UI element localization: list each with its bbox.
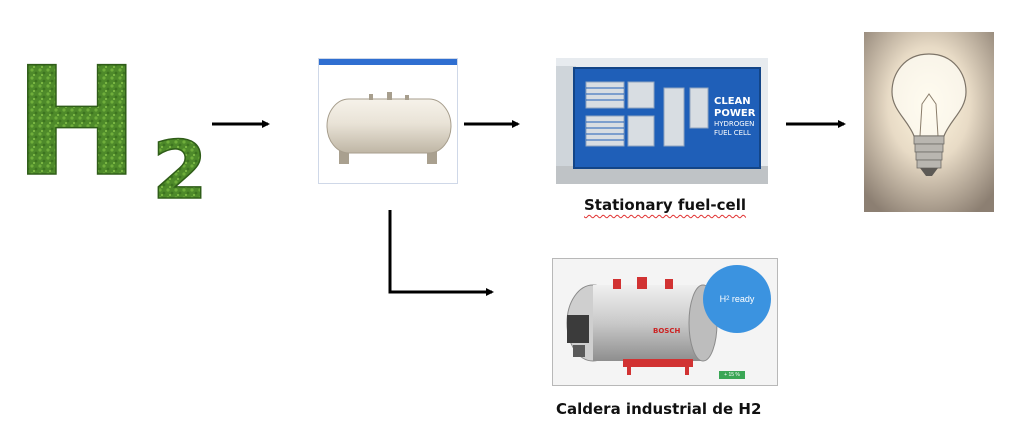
boiler-caption: Caldera industrial de H2 (556, 400, 762, 418)
h2-ready-text: ready (729, 294, 755, 304)
h-letter: H (14, 44, 140, 204)
container-text-line-1: CLEAN (714, 96, 751, 107)
light-bulb-icon (864, 32, 994, 212)
arrow-tank-to-boiler (388, 210, 494, 296)
fuel-cell-caption: Stationary fuel-cell (584, 196, 747, 214)
subscript-2: 2 (152, 124, 208, 204)
container-text-line-4: FUEL CELL (714, 129, 751, 137)
container-text: CLEAN POWER HYDROGEN FUEL CELL (714, 96, 756, 137)
efficiency-badge: + 15 % (719, 371, 745, 379)
tank-frame-topbar (319, 59, 457, 65)
h2-ready-h: H (719, 294, 727, 304)
h2-logo: H 2 (13, 35, 224, 218)
fuel-cell-container-image: CLEAN POWER HYDROGEN FUEL CELL (556, 58, 768, 184)
hydrogen-storage-tank (318, 58, 458, 184)
h2-ready-sub: 2 (726, 296, 730, 302)
container-text-line-2: POWER (714, 108, 756, 119)
boiler-brand-label: BOSCH (653, 327, 680, 335)
container-text-line-3: HYDROGEN (714, 120, 754, 128)
